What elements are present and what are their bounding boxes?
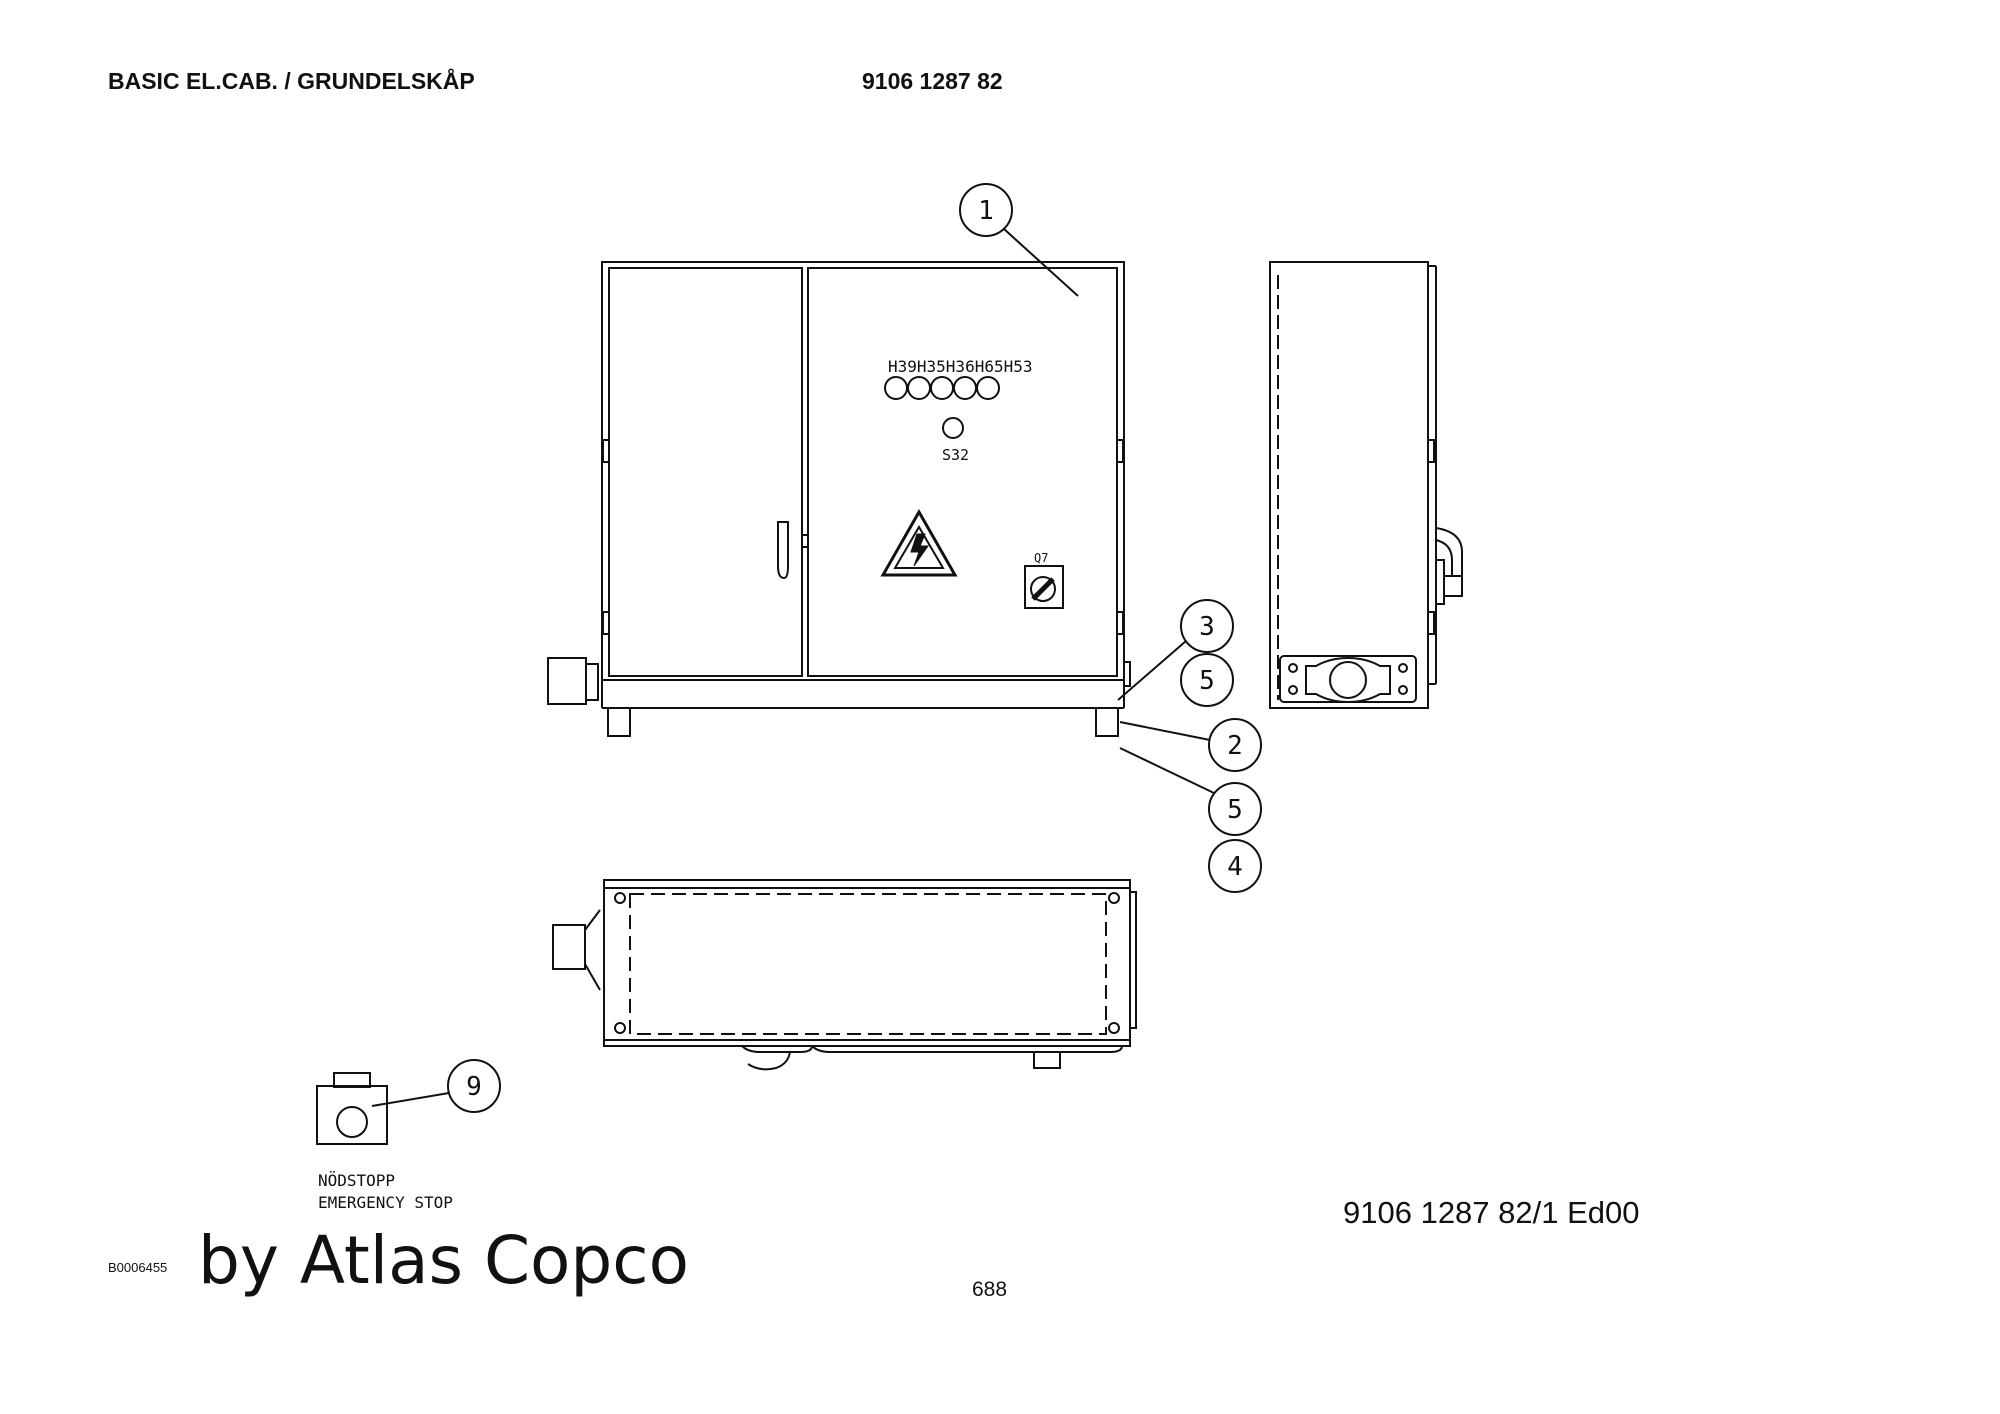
image-code: B0006455 [108, 1260, 168, 1275]
balloon-3 [1180, 599, 1234, 653]
balloon-5b-label: 5 [1227, 795, 1243, 825]
lamp-h39 [884, 376, 908, 400]
lamp-h65 [953, 376, 977, 400]
estop-label-sv: NÖDSTOPP [318, 1171, 395, 1190]
estop-button [336, 1106, 368, 1138]
balloon-5a [1180, 653, 1234, 707]
side-view [1269, 261, 1463, 709]
button-label: S32 [942, 446, 969, 464]
part-number: 9106 1287 82 [862, 68, 1003, 94]
top-view [552, 879, 1137, 1071]
emergency-stop-box [316, 1072, 388, 1145]
warning-triangle [880, 508, 958, 577]
cabinet-body [601, 261, 1125, 681]
balloon-2 [1208, 718, 1262, 772]
lamp-h53 [976, 376, 1000, 400]
main-switch-q7 [1024, 565, 1064, 609]
balloon-1-label: 1 [978, 196, 994, 226]
switch-label: Q7 [1034, 551, 1048, 565]
lightning-bolt-icon [910, 533, 929, 567]
balloon-9 [447, 1059, 501, 1113]
balloon-5a-label: 5 [1199, 666, 1215, 696]
right-foot [1095, 707, 1119, 737]
watermark: by Atlas Copco [198, 1222, 689, 1299]
page-number: 688 [972, 1278, 1008, 1301]
push-button-s32 [942, 417, 964, 439]
side-view-body [1269, 261, 1429, 709]
estop-label-en: EMERGENCY STOP [318, 1193, 453, 1212]
top-view-body [603, 879, 1131, 1047]
left-door [608, 267, 803, 677]
drawing-reference: 9106 1287 82/1 Ed00 [1343, 1195, 1640, 1230]
balloon-2-label: 2 [1227, 731, 1243, 761]
balloon-4-label: 4 [1227, 852, 1243, 882]
balloon-1 [959, 183, 1013, 237]
balloon-9-label: 9 [466, 1072, 482, 1102]
lamp-h35 [907, 376, 931, 400]
balloon-4 [1208, 839, 1262, 893]
lamp-h36 [930, 376, 954, 400]
lamp-labels: H39H35H36H65H53 [888, 357, 1033, 376]
left-foot [607, 707, 631, 737]
right-door [807, 267, 1118, 677]
drawing-title: BASIC EL.CAB. / GRUNDELSKÅP [108, 68, 475, 94]
balloon-3-label: 3 [1199, 612, 1215, 642]
front-view [547, 261, 1131, 737]
estop-housing [316, 1085, 388, 1145]
balloon-5b [1208, 782, 1262, 836]
side-box-left [547, 657, 587, 705]
door-handle [777, 521, 789, 580]
callouts [371, 183, 1262, 1113]
